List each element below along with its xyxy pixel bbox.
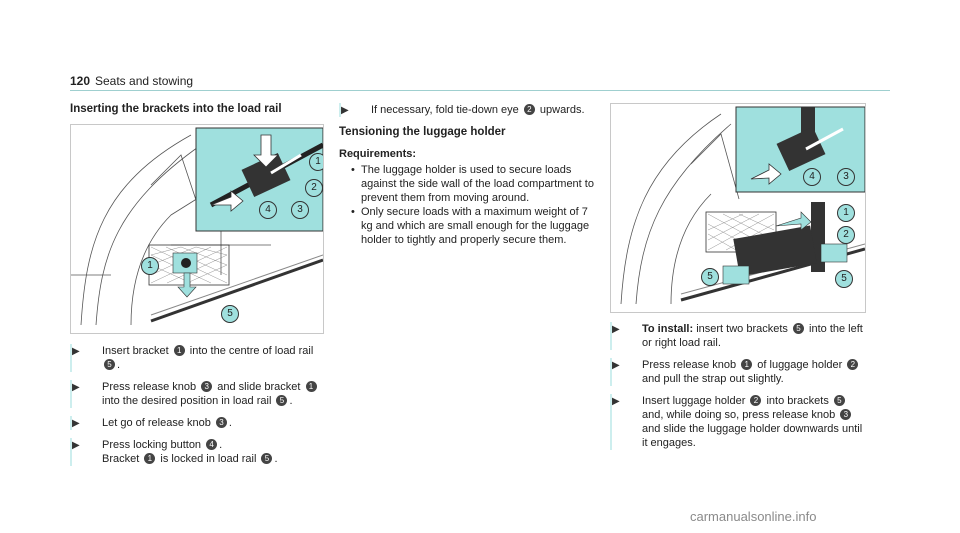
- callout-4: 4: [259, 201, 277, 219]
- step-press-release: ▶ Press release knob 3 and slide bracket…: [70, 380, 330, 408]
- callout-5-right: 5: [835, 270, 853, 288]
- callout-1-top: 1: [309, 153, 323, 171]
- ref-badge: 3: [215, 417, 227, 428]
- step-text: and slide the luggage holder downwards u…: [642, 423, 863, 449]
- step-arrow-icon: ▶: [72, 418, 80, 429]
- step-text: Insert bracket: [102, 345, 172, 357]
- step-press-release-knob: ▶ Press release knob 1 of luggage holder…: [610, 358, 868, 386]
- ref-badge: 5: [261, 453, 273, 464]
- step-text: of luggage holder: [754, 359, 846, 371]
- callout-4: 4: [803, 168, 821, 186]
- step-text: into the centre of load rail: [186, 345, 314, 357]
- section-title: Seats and stowing: [95, 74, 194, 88]
- step-arrow-icon: ▶: [612, 324, 620, 335]
- step-text: and, while doing so, press release knob: [642, 409, 839, 421]
- step-text: is locked in load rail: [157, 453, 260, 465]
- step-let-go: ▶ Let go of release knob 3.: [70, 416, 330, 430]
- step-text: and pull the strap out slightly.: [642, 373, 784, 385]
- ref-badge: 3: [840, 409, 852, 420]
- step-text: upwards.: [536, 104, 585, 116]
- step-text: .: [289, 395, 293, 407]
- ref-badge: 1: [144, 453, 156, 464]
- step-text: .: [117, 359, 121, 371]
- step-arrow-icon: ▶: [612, 360, 620, 371]
- step-text: Insert luggage holder: [642, 395, 749, 407]
- watermark: carmanualsonline.info: [690, 509, 817, 524]
- ref-badge: 5: [276, 395, 288, 406]
- step-arrow-icon: ▶: [72, 440, 80, 451]
- requirements-list: The luggage holder is used to secure loa…: [339, 163, 601, 247]
- step-text: and slide bracket: [214, 381, 304, 393]
- ref-badge: 3: [201, 381, 213, 392]
- callout-1-bottom: 1: [141, 257, 159, 275]
- ref-badge: 1: [173, 345, 185, 356]
- ref-badge: 1: [305, 381, 317, 392]
- step-text: Press release knob: [642, 359, 740, 371]
- callout-3: 3: [291, 201, 309, 219]
- requirements-block: Requirements: The luggage holder is used…: [339, 147, 601, 247]
- figure-luggage-holder-drawing: [620, 106, 865, 305]
- page-number: 120: [70, 74, 91, 88]
- ref-badge: 2: [847, 359, 859, 370]
- figure-bracket-insert: 1 2 3 4 1 5: [70, 124, 324, 334]
- callout-3: 3: [837, 168, 855, 186]
- ref-badge: 2: [750, 395, 762, 406]
- step-text: If necessary, fold tie-down eye: [371, 104, 522, 116]
- figure-bracket-insert-drawing: [71, 127, 323, 326]
- ref-badge: 5: [833, 395, 845, 406]
- step-text: insert two brackets: [693, 323, 791, 335]
- step-arrow-icon: ▶: [72, 382, 80, 393]
- callout-5: 5: [221, 305, 239, 323]
- step-text: .: [219, 439, 223, 451]
- col1-steps: ▶ Insert bracket 1 into the centre of lo…: [70, 344, 330, 466]
- step-to-install: ▶ To install: insert two brackets 5 into…: [610, 322, 868, 350]
- step-text: Let go of release knob: [102, 417, 214, 429]
- ref-badge: 2: [523, 104, 535, 115]
- step-text: into the desired position in load rail: [102, 395, 275, 407]
- callout-2: 2: [837, 226, 855, 244]
- figure-luggage-holder: 4 3 1 2 5 5: [610, 103, 866, 313]
- col3-steps: ▶ To install: insert two brackets 5 into…: [610, 322, 868, 450]
- requirement-item: The luggage holder is used to secure loa…: [351, 163, 601, 205]
- step-text: into brackets: [763, 395, 832, 407]
- step-arrow-icon: ▶: [341, 105, 349, 116]
- requirement-item: Only secure loads with a maximum weight …: [351, 205, 601, 247]
- step-fold-tie-down: ▶ If necessary, fold tie-down eye 2 upwa…: [339, 103, 611, 117]
- step-press-locking: ▶ Press locking button 4. Bracket 1 is lo…: [70, 438, 330, 466]
- step-bold-label: To install:: [642, 323, 694, 335]
- requirements-label: Requirements:: [339, 148, 417, 160]
- step-arrow-icon: ▶: [72, 346, 80, 357]
- section-heading-tensioning: Tensioning the luggage holder: [339, 126, 506, 138]
- header-divider: [70, 90, 890, 91]
- section-heading-inserting: Inserting the brackets into the load rai…: [70, 103, 282, 115]
- step-text: into the left or right load rail.: [642, 323, 863, 349]
- ref-badge: 5: [792, 323, 804, 334]
- step-text: .: [228, 417, 232, 429]
- step-text: Bracket: [102, 453, 143, 465]
- callout-2: 2: [305, 179, 323, 197]
- ref-badge: 4: [206, 439, 218, 450]
- step-arrow-icon: ▶: [612, 396, 620, 407]
- ref-badge: 5: [104, 359, 115, 370]
- step-text: Press release knob: [102, 381, 200, 393]
- step-text: .: [274, 453, 278, 465]
- callout-1: 1: [837, 204, 855, 222]
- ref-badge: 1: [741, 359, 753, 370]
- step-insert-bracket: ▶ Insert bracket 1 into the centre of lo…: [70, 344, 330, 372]
- step-text: Press locking button: [102, 439, 205, 451]
- callout-5-left: 5: [701, 268, 719, 286]
- step-insert-luggage-holder: ▶ Insert luggage holder 2 into brackets …: [610, 394, 868, 450]
